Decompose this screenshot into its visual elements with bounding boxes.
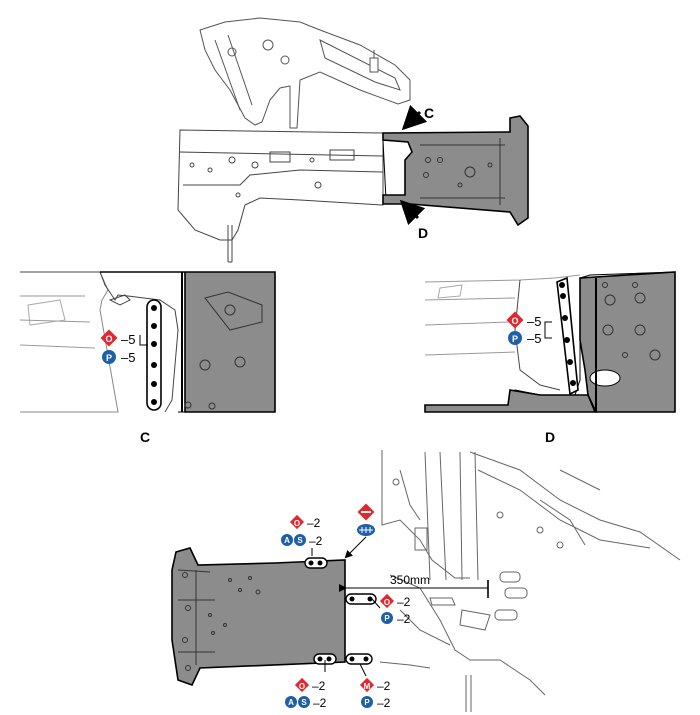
svg-text:–2: –2	[377, 679, 391, 693]
callout-c: C	[424, 105, 434, 121]
weld-spot	[560, 293, 566, 299]
weld-strip-upper	[304, 557, 328, 569]
svg-text:O: O	[384, 598, 390, 607]
svg-text:A: A	[284, 536, 290, 545]
weld-spot	[151, 381, 157, 387]
dimension-350mm: 350mm	[390, 573, 430, 587]
weld-spot	[151, 323, 157, 329]
red-diamond-icon	[294, 677, 310, 693]
red-diamond-icon	[100, 329, 118, 347]
caption-c: C	[140, 429, 150, 445]
weld-spot	[151, 362, 157, 368]
weld-strip-d	[556, 276, 579, 396]
blue-circle-icon	[281, 534, 293, 546]
blue-circle-icon	[285, 696, 297, 708]
svg-text:P: P	[512, 334, 518, 344]
weld-strip-right-upper	[345, 593, 377, 605]
svg-text:P: P	[106, 353, 112, 363]
svg-text:–2: –2	[397, 595, 411, 609]
blue-circle-icon	[381, 612, 393, 624]
red-diamond-icon	[289, 514, 305, 530]
red-diamond-icon	[379, 593, 395, 609]
svg-text:–2: –2	[309, 534, 323, 548]
svg-text:A: A	[288, 698, 294, 707]
svg-text:P: P	[384, 614, 390, 623]
svg-text:–2: –2	[397, 612, 411, 626]
svg-text:–2: –2	[313, 696, 327, 710]
svg-text:S: S	[297, 536, 303, 545]
svg-text:S: S	[301, 698, 307, 707]
svg-text:M: M	[364, 682, 371, 691]
bottom-view: 350mm O –2 A S –2 O –2 P –2 M –2 P –2	[171, 450, 681, 712]
count-red-c: –5	[121, 332, 135, 347]
weld-strip-right-lower	[345, 653, 373, 665]
weld-spot	[570, 380, 576, 386]
red-diamond-icon	[506, 311, 524, 329]
weld-spot	[151, 341, 157, 347]
blue-circle-icon	[298, 696, 310, 708]
weld-spot	[151, 399, 157, 405]
count-blue-c: –5	[121, 350, 135, 365]
svg-text:P: P	[364, 698, 370, 707]
upper-bracket	[199, 17, 411, 129]
blue-circle-icon	[361, 696, 373, 708]
main-view	[177, 17, 529, 263]
weld-strip-c	[146, 299, 162, 411]
weld-spot	[562, 315, 568, 321]
blue-circle-icon	[508, 331, 522, 345]
arrow-c-icon	[401, 104, 428, 131]
bottom-panel-section	[171, 547, 346, 686]
svg-text:–2: –2	[377, 696, 391, 710]
callout-d: D	[418, 225, 428, 241]
caption-d: D	[545, 429, 555, 445]
cut-arrow-icon	[344, 536, 367, 559]
weld-spot	[151, 305, 157, 311]
svg-text:O: O	[294, 519, 300, 528]
blue-circle-icon	[102, 350, 116, 364]
detail-d-view: O –5 P –5	[424, 271, 676, 413]
weld-spot	[564, 337, 570, 343]
svg-text:O: O	[299, 682, 305, 691]
svg-text:O: O	[511, 316, 518, 326]
main-rail	[177, 129, 384, 263]
svg-text:–2: –2	[312, 679, 326, 693]
red-diamond-icon	[359, 677, 375, 693]
arrow-d-icon	[399, 199, 426, 226]
new-panel-section	[382, 115, 529, 227]
detail-c-view: O –5 P –5	[19, 271, 276, 413]
svg-text:–2: –2	[307, 516, 321, 530]
count-red-d: –5	[527, 314, 541, 329]
svg-text:O: O	[105, 334, 112, 344]
weld-spot	[559, 282, 565, 288]
count-blue-d: –5	[527, 331, 541, 346]
weld-spot	[567, 359, 573, 365]
blue-circle-icon	[294, 534, 306, 546]
panel-details	[420, 138, 505, 205]
